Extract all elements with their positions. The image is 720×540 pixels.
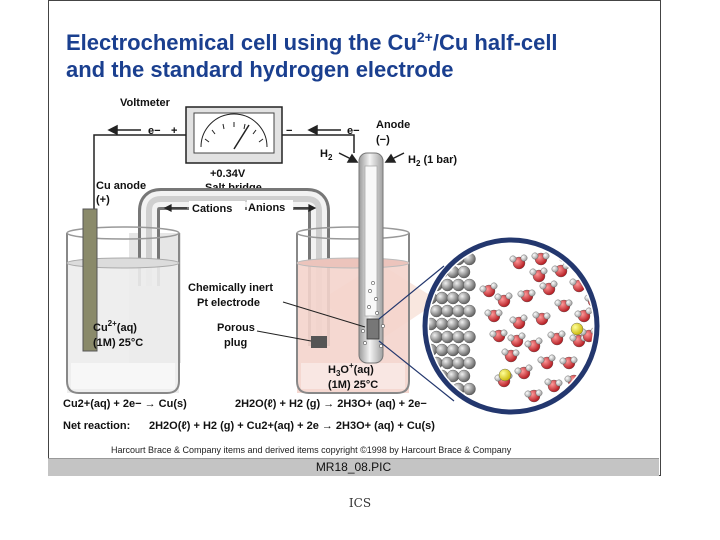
pt-electrode-label-2: Pt electrode bbox=[197, 297, 260, 309]
negative-terminal-label: − bbox=[286, 125, 292, 137]
net-reaction-equation: 2H2O(ℓ) + H2 (g) + Cu2+(aq) + 2e → 2H3O+… bbox=[149, 420, 435, 432]
porous-plug-label-2: plug bbox=[224, 337, 247, 349]
anode-half-equation: 2H2O(ℓ) + H2 (g) → 2H3O+ (aq) + 2e− bbox=[235, 398, 427, 410]
anions-label: Anions bbox=[248, 202, 285, 214]
anions-label-bg bbox=[247, 200, 293, 213]
voltmeter-needle bbox=[233, 124, 250, 150]
diagram-frame: Electrochemical cell using the Cu2+/Cu h… bbox=[48, 0, 661, 476]
cu-anode-label: Cu anode bbox=[96, 180, 146, 192]
molecular-zoom-view bbox=[422, 237, 600, 415]
pt-electrode-label-1: Chemically inert bbox=[188, 282, 273, 294]
copper-electrode bbox=[82, 208, 98, 352]
image-caption: MR18_08.PIC bbox=[48, 458, 659, 476]
porous-plug-label-1: Porous bbox=[217, 322, 255, 334]
voltmeter-label: Voltmeter bbox=[120, 97, 171, 109]
ion-flow-arrows bbox=[163, 204, 317, 212]
hydrogen-bubbles bbox=[361, 281, 385, 348]
anode-label: Anode bbox=[376, 119, 410, 131]
cathode-half-equation: Cu2+(aq) + 2e− → Cu(s) bbox=[63, 398, 187, 410]
zoom-connector bbox=[378, 265, 455, 402]
h2-pressure-label: H2 (1 bar) bbox=[408, 154, 457, 168]
electron-label-right: e− bbox=[347, 125, 360, 137]
footer-text: ICS bbox=[348, 496, 372, 510]
positive-terminal-label: + bbox=[171, 125, 177, 137]
electron-label-left: e− bbox=[148, 125, 161, 137]
pt-electrode-pointer bbox=[282, 301, 366, 328]
h2-inlet-label: H2 bbox=[320, 148, 333, 162]
net-reaction-label: Net reaction: bbox=[63, 420, 130, 432]
title-line-1: Electrochemical cell using the Cu2+/Cu h… bbox=[66, 29, 558, 55]
h2-flow-arrows bbox=[338, 152, 405, 163]
h3o-solution-label-1: H3O+(aq) bbox=[328, 361, 374, 378]
anode-sign-label: (−) bbox=[376, 134, 390, 146]
right-beaker bbox=[296, 226, 410, 394]
salt-bridge-tube bbox=[138, 188, 330, 346]
cations-label-bg bbox=[189, 201, 245, 214]
voltmeter bbox=[185, 106, 283, 164]
electron-flow-arrows bbox=[107, 124, 341, 136]
cations-label: Cations bbox=[192, 203, 232, 215]
title-line-2: and the standard hydrogen electrode bbox=[66, 57, 454, 82]
cu-solution-label-1: Cu2+(aq) bbox=[93, 319, 137, 334]
platinum-electrode bbox=[366, 318, 380, 340]
porous-plug bbox=[311, 336, 327, 348]
cu-anode-sign: (+) bbox=[96, 194, 110, 206]
external-circuit-wire bbox=[93, 134, 355, 213]
h3o-solution-label-2: (1M) 25°C bbox=[328, 379, 378, 391]
hydrogen-electrode-tube bbox=[358, 152, 385, 364]
cu-solution-label-2: (1M) 25°C bbox=[93, 337, 143, 349]
voltage-reading: +0.34V bbox=[210, 168, 246, 180]
porous-plug-pointer bbox=[256, 330, 312, 342]
electrochemical-cell-diagram: Electrochemical cell using the Cu2+/Cu h… bbox=[63, 29, 600, 455]
copyright-notice: Harcourt Brace & Company items and deriv… bbox=[111, 445, 512, 455]
